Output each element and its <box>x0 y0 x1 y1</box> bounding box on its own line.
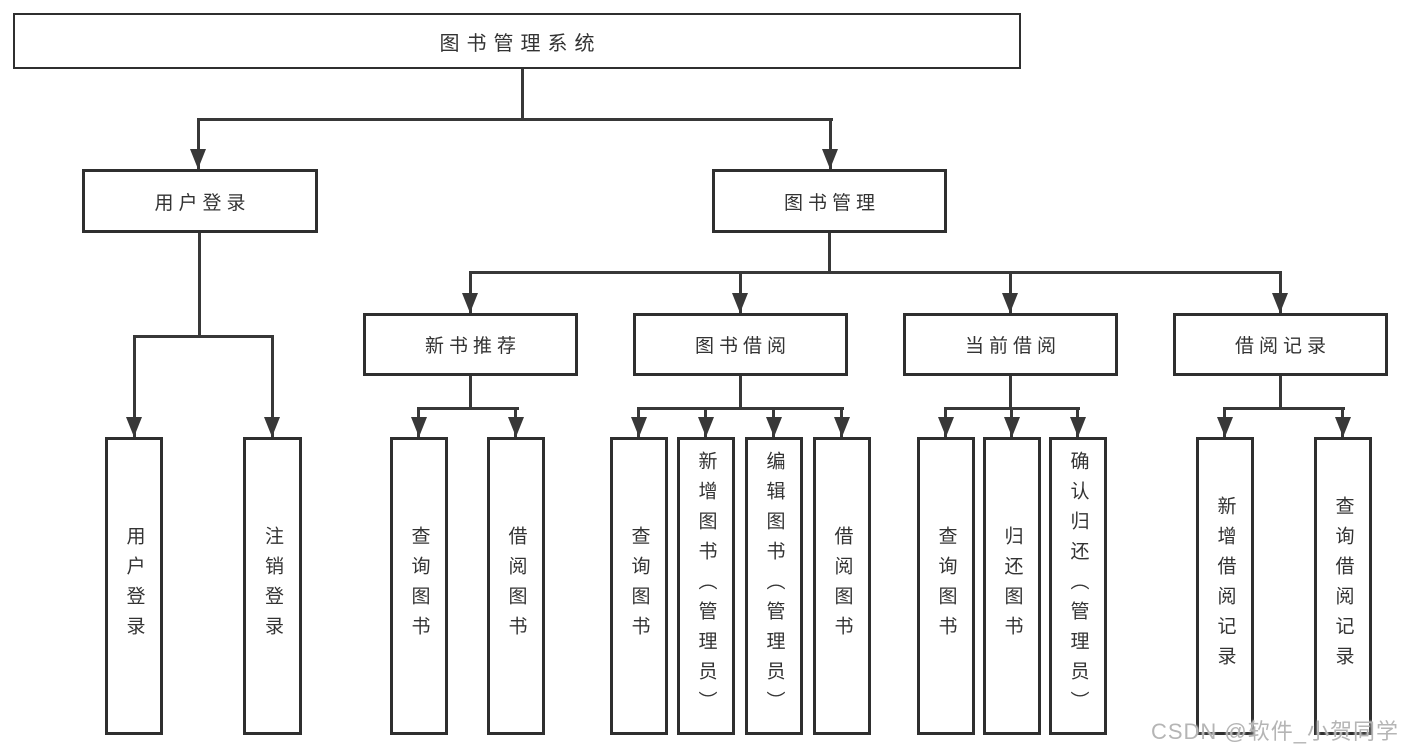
leaf-user-login: 用户登录 <box>105 437 163 735</box>
arrow-down-icon <box>834 417 850 437</box>
csdn-watermark: CSDN @软件_小贺同学 <box>1150 719 1399 744</box>
connector-line <box>133 335 274 338</box>
connector-line <box>1279 375 1282 410</box>
arrow-down-icon <box>732 293 748 313</box>
leaf-borrow-book-1: 借阅图书 <box>487 437 545 735</box>
leaf-confirm-return-admin: 确认归还（管理员） <box>1049 437 1107 735</box>
node-book-borrow: 图书借阅 <box>633 313 848 376</box>
arrow-down-icon <box>1070 417 1086 437</box>
leaf-logout: 注销登录 <box>243 437 302 735</box>
leaf-add-borrow-record: 新增借阅记录 <box>1196 437 1254 735</box>
connector-line <box>739 375 742 410</box>
leaf-query-book-3: 查询图书 <box>917 437 975 735</box>
leaf-edit-book-admin: 编辑图书（管理员） <box>745 437 803 735</box>
leaf-add-book-admin: 新增图书（管理员） <box>677 437 735 735</box>
connector-line <box>1009 271 1012 313</box>
connector-line <box>469 271 1282 274</box>
connector-line <box>133 335 136 437</box>
arrow-down-icon <box>822 149 838 169</box>
arrow-down-icon <box>1335 417 1351 437</box>
connector-line <box>1223 407 1345 410</box>
arrow-down-icon <box>1004 417 1020 437</box>
arrow-down-icon <box>190 149 206 169</box>
leaf-query-book-1: 查询图书 <box>390 437 448 735</box>
connector-line <box>469 375 472 410</box>
arrow-down-icon <box>1272 293 1288 313</box>
leaf-query-book-2: 查询图书 <box>610 437 668 735</box>
arrow-down-icon <box>1002 293 1018 313</box>
leaf-borrow-book-2: 借阅图书 <box>813 437 871 735</box>
arrow-down-icon <box>938 417 954 437</box>
node-user-login: 用户登录 <box>82 169 318 233</box>
arrow-down-icon <box>766 417 782 437</box>
node-new-book-recommend: 新书推荐 <box>363 313 578 376</box>
node-borrow-record: 借阅记录 <box>1173 313 1388 376</box>
connector-line <box>197 118 833 121</box>
connector-line <box>1009 375 1012 410</box>
node-book-management: 图书管理 <box>712 169 947 233</box>
arrow-down-icon <box>631 417 647 437</box>
connector-line <box>469 271 472 313</box>
connector-line <box>637 407 844 410</box>
arrow-down-icon <box>411 417 427 437</box>
connector-line <box>271 335 274 437</box>
connector-line <box>828 232 831 274</box>
arrow-down-icon <box>264 417 280 437</box>
arrow-down-icon <box>126 417 142 437</box>
arrow-down-icon <box>1217 417 1233 437</box>
leaf-return-book: 归还图书 <box>983 437 1041 735</box>
connector-line <box>417 407 519 410</box>
connector-line <box>1279 271 1282 313</box>
connector-line <box>198 232 201 338</box>
arrow-down-icon <box>462 293 478 313</box>
connector-line <box>521 68 524 121</box>
node-current-borrow: 当前借阅 <box>903 313 1118 376</box>
connector-line <box>739 271 742 313</box>
leaf-query-borrow-record: 查询借阅记录 <box>1314 437 1372 735</box>
arrow-down-icon <box>698 417 714 437</box>
connector-line <box>197 118 200 169</box>
connector-line <box>829 118 832 169</box>
arrow-down-icon <box>508 417 524 437</box>
node-library-management-system: 图书管理系统 <box>13 13 1021 69</box>
